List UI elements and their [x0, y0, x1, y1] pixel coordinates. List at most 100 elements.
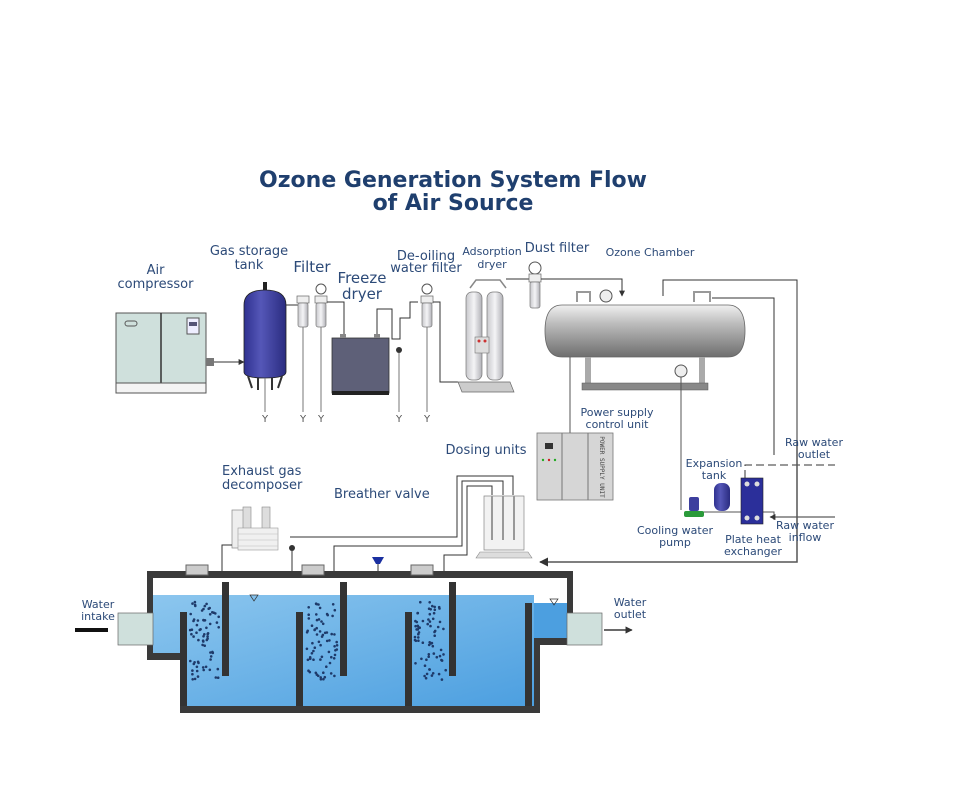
- label-line: Power supply: [580, 406, 654, 419]
- ozone-bubble: [208, 668, 212, 672]
- ozone-bubble: [195, 665, 199, 669]
- ozone-bubble: [333, 633, 336, 636]
- ozone-bubble: [333, 645, 336, 648]
- ozone-bubble: [202, 668, 205, 672]
- ozone-bubble: [198, 628, 201, 632]
- ozone-bubble: [313, 628, 317, 631]
- label-filter: Filter: [293, 258, 331, 276]
- ozone-bubble: [428, 668, 432, 671]
- label-plate-heat-exchanger: Plate heat exchanger: [720, 534, 786, 558]
- drain-symbol: Y: [395, 414, 403, 425]
- label-line: dryer: [477, 258, 507, 271]
- ozone-bubble: [191, 672, 194, 676]
- label-line: Gas storage: [209, 244, 289, 259]
- label-ozone-chamber: Ozone Chamber: [605, 246, 695, 259]
- ozone-bubble: [307, 613, 311, 616]
- label-raw-water-inflow: Raw water inflow: [774, 520, 836, 544]
- ozone-bubble: [208, 622, 212, 626]
- ozone-bubble: [442, 627, 445, 631]
- drain-symbol: Y: [261, 414, 269, 425]
- ozone-bubble: [428, 601, 432, 604]
- ozone-bubble: [193, 677, 197, 681]
- ozone-bubble: [414, 639, 418, 643]
- ozone-bubble: [438, 654, 442, 658]
- dosing-units: [475, 495, 533, 559]
- raw-water-outlet-pipe: [744, 464, 835, 478]
- label-line: Raw water: [785, 436, 843, 449]
- adsorption-dryer: [457, 279, 515, 393]
- ozone-bubble: [201, 639, 205, 642]
- ozone-bubble: [310, 652, 314, 655]
- ozone-bubble: [423, 674, 426, 678]
- label-line: outlet: [797, 448, 831, 461]
- ozone-bubble: [195, 631, 198, 634]
- ozone-bubble: [333, 674, 336, 678]
- ozone-bubble: [195, 669, 199, 673]
- ozone-bubble: [204, 665, 208, 669]
- ozone-bubble: [440, 678, 444, 681]
- gas-storage-tank: [243, 282, 287, 412]
- ozone-bubble: [427, 643, 431, 647]
- ozone-bubble: [333, 653, 337, 657]
- dosing-line-2: [333, 480, 504, 575]
- ozone-bubble: [319, 676, 323, 679]
- title-line-1: Ozone Generation System Flow: [259, 168, 647, 193]
- ozone-bubble: [203, 644, 206, 647]
- label-line: Water: [613, 596, 647, 609]
- drain-symbols: Y Y Y Y Y: [261, 414, 431, 425]
- ozone-bubble: [323, 631, 327, 635]
- ozone-bubble: [197, 638, 200, 642]
- ozone-bubble: [421, 619, 425, 623]
- title-line-2: of Air Source: [372, 191, 534, 216]
- ozone-bubble: [414, 662, 417, 665]
- ozone-bubble: [315, 633, 319, 636]
- ozone-bubble: [325, 639, 329, 643]
- ozone-bubble: [331, 603, 335, 606]
- ozone-bubble: [206, 632, 210, 635]
- ozone-bubble: [335, 648, 339, 651]
- ozone-bubble: [313, 646, 317, 649]
- label-line: Adsorption: [462, 245, 522, 258]
- ozone-bubble: [192, 662, 196, 666]
- label-line: water filter: [390, 261, 462, 276]
- exhaust-gas-decomposer: [231, 506, 279, 551]
- ozone-bubble: [321, 622, 325, 626]
- ozone-bubble: [305, 647, 309, 651]
- ozone-bubble: [203, 633, 206, 636]
- ozone-bubble: [429, 608, 433, 611]
- ozone-bubble: [196, 675, 200, 678]
- ozone-bubble: [413, 635, 417, 639]
- drain-symbol: Y: [317, 414, 325, 425]
- label-line: intake: [81, 610, 115, 623]
- drain-symbol: Y: [299, 414, 307, 425]
- ozone-bubble: [430, 674, 434, 677]
- plate-heat-exchanger: [740, 477, 764, 525]
- label-gas-storage-tank: Gas storage tank: [205, 245, 293, 273]
- ozone-bubble: [414, 624, 417, 628]
- ozone-bubble: [193, 600, 197, 604]
- ozone-bubble: [189, 612, 192, 616]
- label-line: pump: [659, 536, 691, 549]
- ozone-bubble: [438, 620, 442, 624]
- ozone-bubble: [316, 674, 320, 678]
- ozone-bubble: [428, 641, 432, 644]
- pipe-filter-to-dryer: [327, 301, 345, 340]
- label-water-intake: Water intake: [76, 599, 120, 623]
- ozone-bubble: [200, 609, 204, 612]
- ozone-bubble: [217, 626, 220, 629]
- ozone-bubble: [442, 653, 445, 656]
- ozone-bubble: [216, 667, 220, 671]
- label-breather-valve: Breather valve: [334, 487, 430, 502]
- label-line: Cooling water: [636, 524, 714, 537]
- ozone-bubble: [202, 619, 206, 622]
- ozone-bubble: [319, 658, 322, 661]
- baffle: [405, 612, 412, 706]
- ozone-bubble: [209, 655, 213, 658]
- label-line: control unit: [585, 418, 649, 431]
- ozone-chamber: [544, 289, 746, 391]
- ozone-bubble: [189, 659, 192, 663]
- ozone-bubble: [308, 670, 312, 674]
- label-adsorption-dryer: Adsorption dryer: [456, 245, 528, 271]
- ozone-bubble: [320, 620, 323, 623]
- freeze-dryer: [331, 334, 390, 395]
